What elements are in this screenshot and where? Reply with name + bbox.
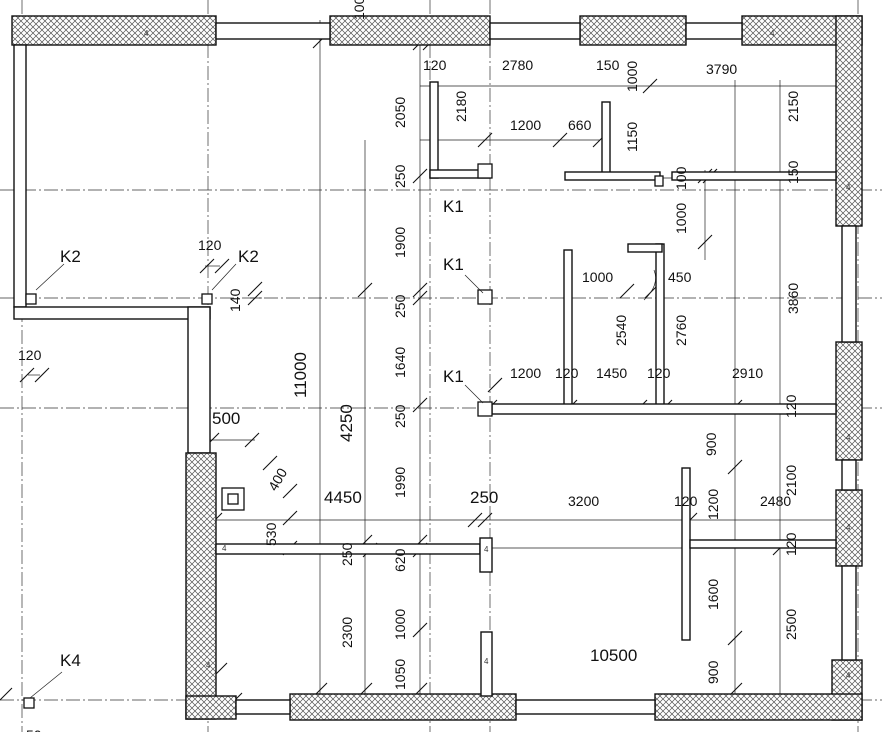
dim-3790: 3790: [706, 61, 737, 77]
dim-2300: 2300: [339, 617, 355, 648]
wall-marks: 4 4 4 4 4 4 4 4 4 4: [144, 29, 851, 680]
dim-250: 250: [392, 164, 408, 188]
dim-450: 450: [668, 269, 692, 285]
svg-text:4: 4: [222, 544, 227, 553]
dim-150: 150: [596, 57, 620, 73]
svg-text:4: 4: [206, 661, 211, 670]
column-k1-c: [477, 401, 493, 417]
dim-1200-b: 1200: [510, 365, 541, 381]
dim-100-top: 100: [351, 0, 367, 20]
dim-2780: 2780: [502, 57, 533, 73]
dim-900: 900: [703, 432, 719, 456]
dim-100: 100: [673, 166, 689, 190]
dim-2500: 2500: [783, 609, 799, 640]
dim-500: 500: [212, 409, 240, 428]
dim-120-g: 120: [674, 493, 698, 509]
svg-text:4: 4: [846, 671, 851, 680]
svg-text:4: 4: [846, 183, 851, 192]
svg-text:4: 4: [846, 523, 851, 532]
wall-left-lower: [185, 452, 217, 720]
dim-530: 530: [263, 522, 279, 546]
dim-1600: 1600: [705, 579, 721, 610]
label-k1-c: K1: [443, 367, 464, 386]
dim-4250: 4250: [337, 404, 356, 442]
dim-120: 120: [423, 57, 447, 73]
leader-lines: [29, 263, 656, 699]
dim-400: 400: [265, 465, 291, 493]
dim-250-c: 250: [392, 404, 408, 428]
dim-3200: 3200: [568, 493, 599, 509]
dim-2150: 2150: [785, 91, 801, 122]
column-k2-b: [201, 293, 213, 305]
dim-3860: 3860: [785, 283, 801, 314]
wall-top-3: [579, 15, 687, 46]
wall-top-1: [11, 15, 217, 46]
label-k2-a: K2: [60, 247, 81, 266]
dim-1450: 1450: [596, 365, 627, 381]
dim-2180: 2180: [453, 91, 469, 122]
dim-2100: 2100: [783, 465, 799, 496]
svg-text:4: 4: [144, 29, 149, 38]
dim-2050: 2050: [392, 97, 408, 128]
svg-text:4: 4: [846, 433, 851, 442]
column-k2-a: [25, 293, 37, 305]
wall-bottom-2: [654, 693, 863, 721]
dim-120-b: 120: [198, 237, 222, 253]
wall-right-2: [835, 341, 863, 461]
column-labels: K1 K1 K1 K2 K2 K4: [60, 197, 464, 670]
label-k4: K4: [60, 651, 81, 670]
dim-2760: 2760: [673, 315, 689, 346]
dim-2910: 2910: [732, 365, 763, 381]
dim-620: 620: [392, 548, 408, 572]
dim-2480: 2480: [760, 493, 791, 509]
label-k2-b: K2: [238, 247, 259, 266]
dim-900-b: 900: [705, 660, 721, 684]
dim-140: 140: [227, 288, 243, 312]
dim-1050: 1050: [392, 659, 408, 690]
dim-1200: 1200: [510, 117, 541, 133]
label-k1-a: K1: [443, 197, 464, 216]
dim-1640: 1640: [392, 347, 408, 378]
dim-4450: 4450: [324, 488, 362, 507]
svg-text:4: 4: [484, 657, 489, 666]
wall-bottom-1: [289, 693, 517, 721]
dim-120-c: 120: [18, 347, 42, 363]
wall-right-1: [835, 15, 863, 227]
columns: [23, 163, 664, 709]
dim-120-d: 120: [555, 365, 579, 381]
dim-1000-b: 1000: [673, 203, 689, 234]
dim-1200-c: 1200: [705, 489, 721, 520]
walls: [11, 15, 863, 721]
dim-1000-d: 1000: [392, 609, 408, 640]
dim-1900: 1900: [392, 227, 408, 258]
dimension-labels: 2780 150 1000 3790 120 2050 2180 2150 12…: [18, 0, 801, 732]
column-k4: [23, 697, 35, 709]
dim-120-f: 120: [783, 394, 799, 418]
dim-10500: 10500: [590, 646, 637, 665]
dim-660: 660: [568, 117, 592, 133]
dim-11000: 11000: [291, 352, 310, 398]
label-k1-b: K1: [443, 255, 464, 274]
dim-1000: 1000: [624, 61, 640, 92]
column-k1-b: [477, 289, 493, 305]
svg-text:4: 4: [484, 545, 489, 554]
dim-120-h: 120: [783, 532, 799, 556]
dim-1150: 1150: [624, 122, 640, 152]
dim-250-d: 250: [470, 488, 498, 507]
dim-250-b: 250: [392, 294, 408, 318]
wall-top-2: [329, 15, 491, 46]
dim-50: 50: [26, 727, 42, 732]
dim-250-e: 250: [339, 542, 355, 566]
dim-120-e: 120: [647, 365, 671, 381]
dim-1990: 1990: [392, 467, 408, 498]
column-k1-a: [477, 163, 493, 179]
dim-2540: 2540: [613, 315, 629, 346]
dim-150-b: 150: [785, 160, 801, 184]
dim-1000-c: 1000: [582, 269, 613, 285]
svg-text:4: 4: [770, 29, 775, 38]
